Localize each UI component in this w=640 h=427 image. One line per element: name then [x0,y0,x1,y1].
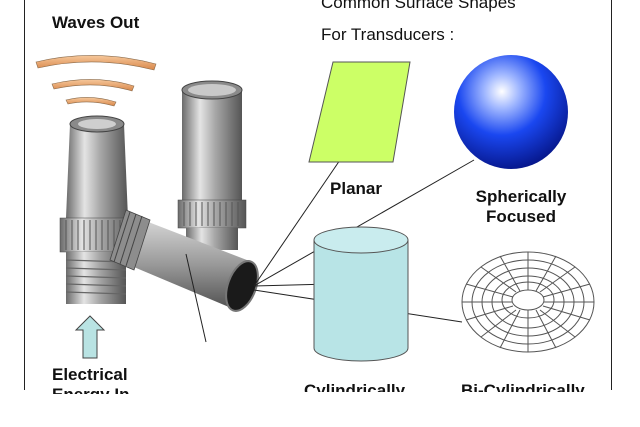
transducer-front [109,209,259,312]
electrical-label-line2: Energy In [52,386,129,394]
frame-right-border [611,0,612,390]
cylindrically-label-clipped: Cylindrically [304,382,405,392]
electrical-label-line1: Electrical [52,365,128,384]
electrical-label-line2-clipped: Energy In [52,386,129,394]
transducer-photo [59,80,259,312]
cylinder-shape [313,226,409,362]
transducer-left [59,115,135,304]
wave-arcs-icon [35,55,157,107]
sphere-shape [454,55,568,169]
planar-shape [308,61,411,163]
planar-label: Planar [330,179,382,198]
heading-line1-clipped: Common Surface Shapes [321,0,516,12]
bi-cylindrically-label-clipped: Bi-Cylindrically [461,382,585,392]
heading-line2: For Transducers : [321,25,455,44]
waves-out-label: Waves Out [52,13,140,32]
up-arrow-icon [74,315,106,359]
spherically-label-line1: Spherically [475,187,567,206]
heading-line1: Common Surface Shapes [321,0,516,12]
transducer-back [177,80,247,250]
spherically-label-line2: Focused [486,207,556,226]
bi-cylindrically-label: Bi-Cylindrically [461,382,585,392]
frame-left-border [24,0,25,390]
cylindrically-label: Cylindrically [304,382,406,392]
wireframe-torus-icon [461,251,595,353]
